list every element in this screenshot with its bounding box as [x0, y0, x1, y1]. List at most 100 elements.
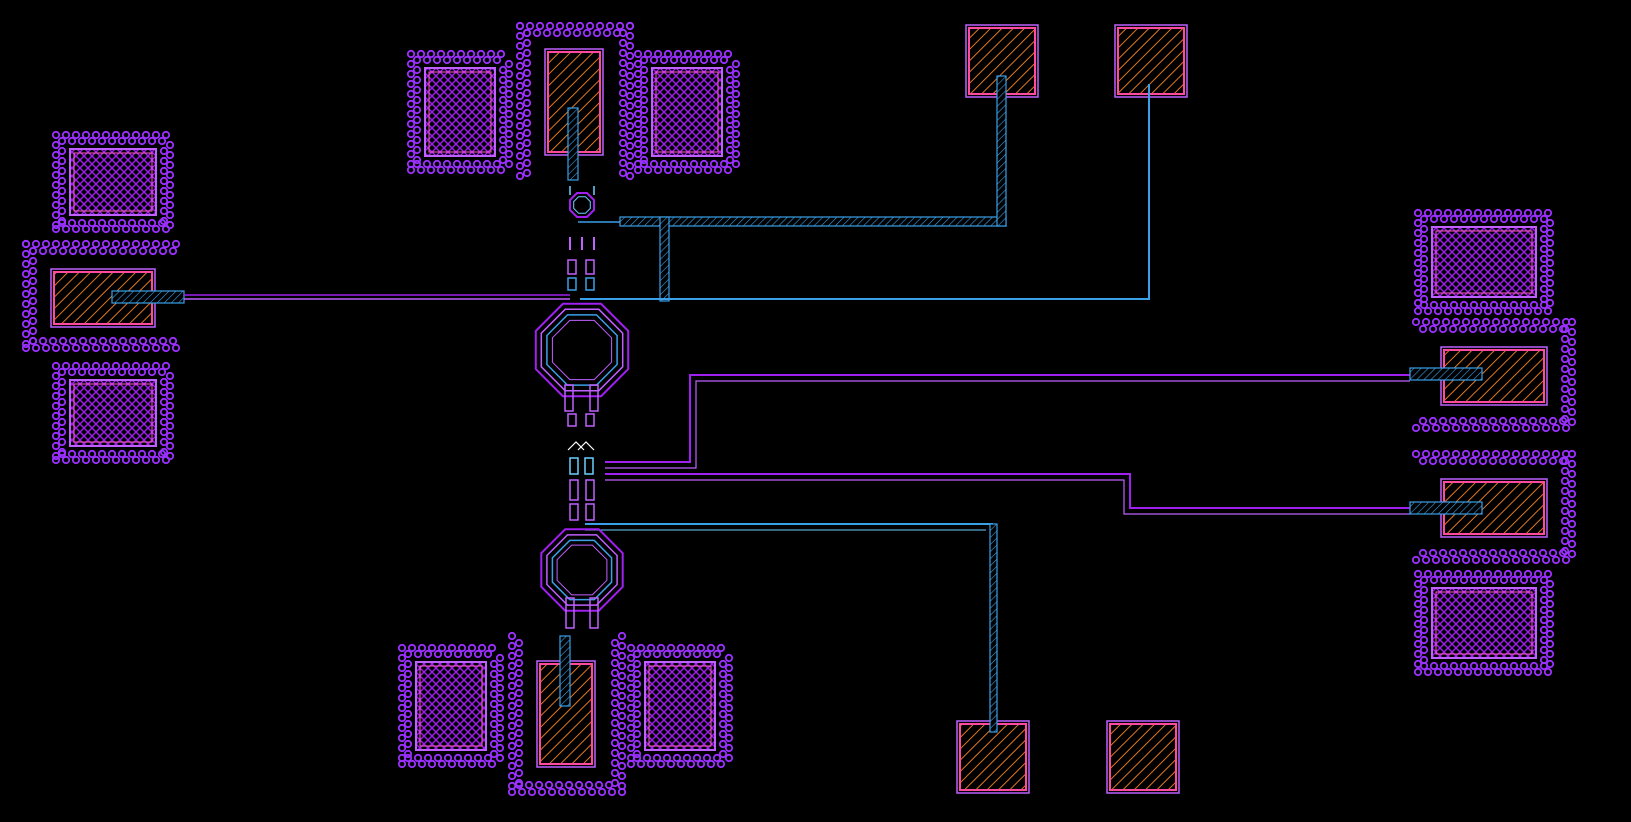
via	[515, 161, 525, 171]
via	[1561, 423, 1571, 433]
via	[652, 649, 662, 659]
via	[1558, 548, 1568, 558]
via	[597, 787, 607, 797]
via	[633, 49, 643, 59]
via	[1441, 555, 1451, 565]
via	[466, 165, 476, 175]
via	[587, 787, 597, 797]
via	[57, 156, 67, 166]
via	[151, 343, 161, 353]
via	[617, 651, 627, 661]
via	[1418, 456, 1428, 466]
via	[147, 367, 157, 377]
via	[88, 336, 98, 346]
via	[416, 165, 426, 175]
via	[412, 75, 422, 85]
ground-pad	[69, 379, 157, 447]
via	[1413, 208, 1423, 218]
via	[161, 361, 171, 371]
via	[1521, 317, 1531, 327]
via	[137, 449, 147, 459]
via	[422, 159, 432, 169]
via	[686, 759, 696, 769]
via	[1489, 575, 1499, 585]
via	[406, 79, 416, 89]
via	[91, 343, 101, 353]
via	[1431, 449, 1441, 459]
via	[21, 329, 31, 339]
via	[1545, 589, 1555, 599]
via	[21, 299, 31, 309]
via	[725, 125, 735, 135]
via	[489, 659, 499, 669]
via	[1560, 496, 1570, 506]
via	[117, 449, 127, 459]
via	[489, 729, 499, 739]
ground-pad	[1431, 226, 1537, 298]
via	[1528, 416, 1538, 426]
via	[48, 336, 58, 346]
via	[91, 224, 101, 234]
via	[639, 135, 649, 145]
via	[1567, 519, 1577, 529]
via	[1473, 667, 1483, 677]
via	[437, 643, 447, 653]
via	[724, 753, 734, 763]
via	[492, 55, 502, 65]
via	[633, 149, 643, 159]
via	[522, 58, 532, 68]
via	[617, 691, 627, 701]
via	[1545, 639, 1555, 649]
via	[397, 683, 407, 693]
via	[107, 218, 117, 228]
via	[141, 343, 151, 353]
via	[639, 85, 649, 95]
via	[1560, 364, 1570, 374]
via	[51, 160, 61, 170]
via	[158, 336, 168, 346]
via	[1413, 589, 1423, 599]
via	[610, 648, 620, 658]
via	[1541, 423, 1551, 433]
via	[1471, 555, 1481, 565]
via	[1441, 423, 1451, 433]
via	[504, 69, 514, 79]
via	[1478, 456, 1488, 466]
via	[159, 156, 169, 166]
via	[121, 224, 131, 234]
via	[67, 449, 77, 459]
lower-octagon-inductor-ring	[546, 534, 618, 606]
via	[585, 21, 595, 31]
via	[618, 78, 628, 88]
device-finger	[585, 479, 595, 501]
via	[453, 649, 463, 659]
via	[489, 749, 499, 759]
via	[1468, 456, 1478, 466]
via	[1508, 416, 1518, 426]
via	[1459, 661, 1469, 671]
via	[653, 165, 663, 175]
via	[1499, 661, 1509, 671]
via	[165, 381, 175, 391]
via	[725, 115, 735, 125]
via	[87, 367, 97, 377]
via	[626, 723, 636, 733]
via	[649, 159, 659, 169]
via	[515, 41, 525, 51]
via	[426, 49, 436, 59]
via	[1419, 254, 1429, 264]
via	[151, 224, 161, 234]
ground-pad-inner	[648, 665, 712, 747]
via	[522, 128, 532, 138]
via	[477, 643, 487, 653]
via	[712, 649, 722, 659]
via	[535, 21, 545, 31]
via	[1518, 548, 1528, 558]
via	[1419, 284, 1429, 294]
via	[1567, 357, 1577, 367]
via	[1491, 423, 1501, 433]
via	[58, 246, 68, 256]
via	[610, 678, 620, 688]
via	[689, 55, 699, 65]
via	[1459, 214, 1469, 224]
